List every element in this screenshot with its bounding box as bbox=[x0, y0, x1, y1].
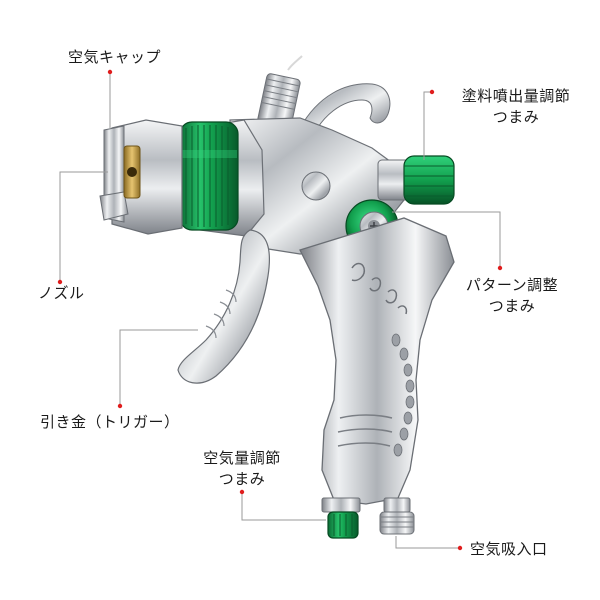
label-fluid-knob: 塗料噴出量調節 つまみ bbox=[456, 86, 576, 128]
leader-dot-trigger bbox=[117, 403, 123, 409]
label-pattern-knob-line2: つまみ bbox=[488, 297, 536, 315]
label-air-knob-line1: 空気量調節 bbox=[203, 449, 281, 467]
label-fluid-knob-line1: 塗料噴出量調節 bbox=[461, 87, 571, 105]
label-trigger: 引き金（トリガー） bbox=[40, 412, 180, 433]
label-air-inlet: 空気吸入口 bbox=[470, 539, 548, 560]
label-air-cap-text: 空気キャップ bbox=[68, 48, 162, 66]
leader-pattern-knob bbox=[392, 211, 501, 268]
label-air-cap: 空気キャップ bbox=[68, 47, 161, 68]
label-pattern-knob-line1: パターン調整 bbox=[465, 276, 559, 294]
label-nozzle-text: ノズル bbox=[38, 284, 85, 302]
label-nozzle: ノズル bbox=[38, 283, 85, 304]
leader-air-inlet bbox=[395, 536, 460, 549]
leader-dot-fluid-knob bbox=[429, 89, 435, 95]
leader-fluid-knob bbox=[423, 91, 432, 160]
label-air-knob-line2: つまみ bbox=[218, 470, 266, 488]
label-pattern-knob: パターン調整 つまみ bbox=[452, 275, 572, 317]
label-trigger-text: 引き金（トリガー） bbox=[40, 413, 180, 431]
leader-dot-pattern-knob bbox=[497, 265, 503, 271]
leader-dot-air-knob bbox=[239, 489, 245, 495]
leader-dot-air-cap bbox=[107, 69, 113, 75]
leader-dot-nozzle bbox=[57, 279, 63, 285]
label-air-inlet-text: 空気吸入口 bbox=[470, 540, 548, 558]
leader-trigger bbox=[119, 329, 198, 406]
leader-nozzle bbox=[59, 171, 108, 282]
leader-dot-air-inlet bbox=[457, 545, 463, 551]
label-air-knob: 空気量調節 つまみ bbox=[182, 448, 302, 490]
leader-air-knob bbox=[241, 492, 326, 521]
label-fluid-knob-line2: つまみ bbox=[492, 108, 540, 126]
